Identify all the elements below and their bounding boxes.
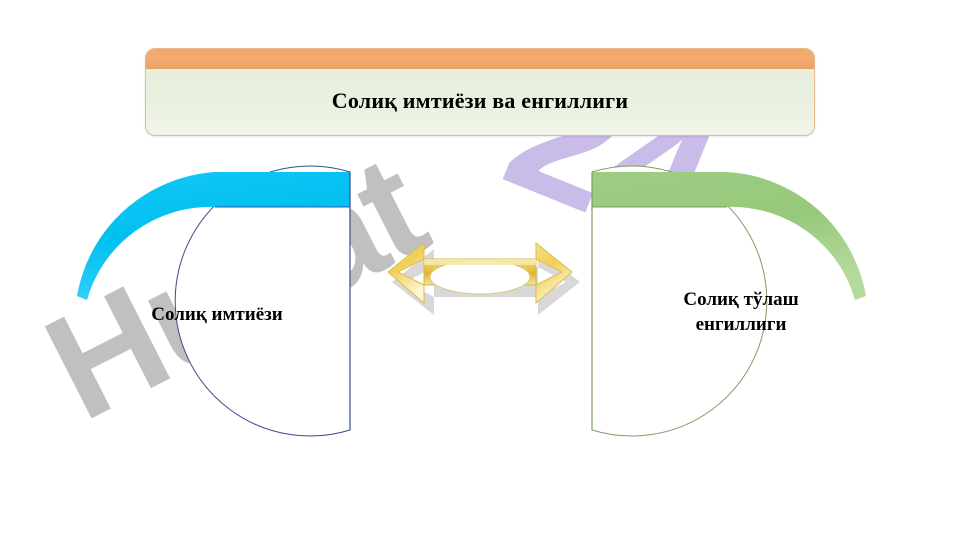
title-banner[interactable]: Солиқ имтиёзи ва енгиллиги: [145, 48, 815, 136]
arrow-center-hole: [429, 259, 531, 295]
right-shape-label-line1: Солиқ тўлаш: [683, 289, 799, 310]
arrow-shaft-highlight: [424, 259, 536, 265]
right-shape-body: [591, 165, 768, 437]
left-shape-group[interactable]: [77, 165, 351, 437]
double-headed-arrow-icon[interactable]: [387, 241, 580, 315]
page-title: Солиқ имтиёзи ва енгиллиги: [331, 88, 629, 113]
right-shape-accent-band: [592, 172, 866, 300]
left-shape-label-line1: Солиқ имтиёзи: [151, 304, 283, 325]
title-banner-top-band: [146, 49, 814, 70]
left-shape-body: [174, 165, 351, 437]
left-shape-accent-band: [77, 172, 350, 300]
right-shape-label-line2: енгиллиги: [695, 313, 787, 335]
right-shape-group[interactable]: [591, 165, 866, 437]
right-shape-label: Солиқ тўлаш енгиллиги: [600, 288, 882, 337]
title-banner-body: Солиқ имтиёзи ва енгиллиги: [146, 69, 814, 135]
left-shape-label: Солиқ имтиёзи: [72, 303, 362, 328]
